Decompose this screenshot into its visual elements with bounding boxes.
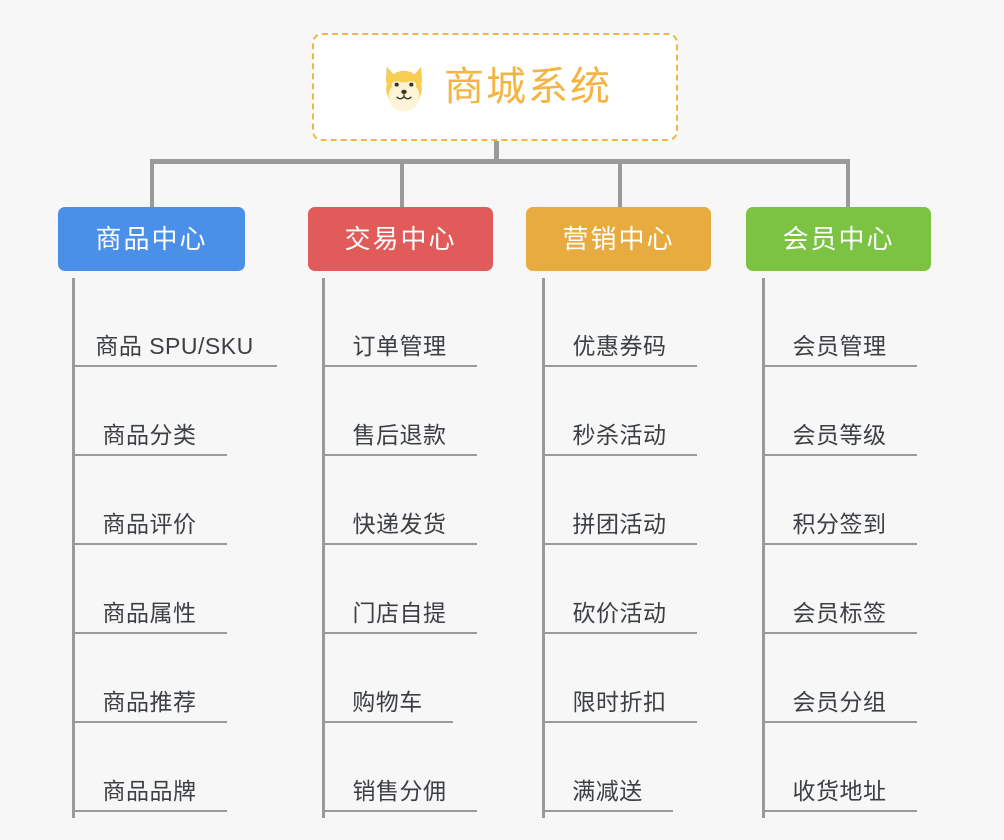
leaf-item[interactable]: 快递发货	[322, 456, 477, 545]
leaf-label: 购物车	[352, 689, 423, 715]
leaf-item[interactable]: 秒杀活动	[542, 367, 697, 456]
leaf-label: 会员分组	[792, 689, 887, 715]
leaf-underline	[542, 365, 697, 367]
leaf-item[interactable]: 会员管理	[762, 278, 917, 367]
leaf-label: 商品属性	[102, 600, 197, 626]
leaf-label: 订单管理	[352, 333, 447, 359]
leaf-underline	[762, 810, 917, 812]
category-header-label: 商品中心	[95, 224, 208, 254]
leaf-underline	[72, 365, 277, 367]
leaf-item[interactable]: 商品品牌	[72, 723, 227, 812]
leaf-underline	[322, 365, 477, 367]
leaf-underline	[72, 810, 227, 812]
leaf-label: 商品品牌	[102, 778, 197, 804]
leaf-item[interactable]: 商品推荐	[72, 634, 227, 723]
connector-drop-1	[150, 159, 154, 209]
leaf-item[interactable]: 销售分佣	[322, 723, 477, 812]
leaf-underline	[322, 454, 477, 456]
category-header-label: 会员中心	[782, 224, 895, 254]
leaf-item[interactable]: 会员分组	[762, 634, 917, 723]
leaf-underline	[542, 454, 697, 456]
leaf-item[interactable]: 商品分类	[72, 367, 227, 456]
connector-root-stem	[494, 141, 499, 163]
leaf-underline	[762, 632, 917, 634]
leaf-item[interactable]: 商品属性	[72, 545, 227, 634]
leaf-underline	[322, 810, 477, 812]
leaf-item[interactable]: 会员等级	[762, 367, 917, 456]
leaf-label: 会员标签	[792, 600, 887, 626]
leaf-label: 会员等级	[792, 422, 887, 448]
column-spine	[72, 278, 75, 818]
leaf-underline	[542, 810, 673, 812]
root-node-shop-system[interactable]: 商城系统	[312, 33, 678, 141]
connector-drop-4	[846, 159, 850, 209]
category-header-label: 营销中心	[562, 224, 675, 254]
category-header-0[interactable]: 商品中心	[58, 207, 245, 271]
leaf-underline	[322, 632, 477, 634]
leaf-label: 拼团活动	[572, 511, 667, 537]
leaf-label: 商品 SPU/SKU	[95, 333, 254, 359]
category-header-3[interactable]: 会员中心	[746, 207, 931, 271]
column-spine	[762, 278, 765, 818]
leaf-item[interactable]: 订单管理	[322, 278, 477, 367]
leaf-underline	[762, 721, 917, 723]
leaf-label: 门店自提	[352, 600, 447, 626]
leaf-item[interactable]: 限时折扣	[542, 634, 697, 723]
leaf-underline	[322, 721, 453, 723]
leaf-label: 限时折扣	[572, 689, 667, 715]
leaf-item[interactable]: 砍价活动	[542, 545, 697, 634]
leaf-label: 秒杀活动	[572, 422, 667, 448]
leaf-item[interactable]: 售后退款	[322, 367, 477, 456]
leaf-underline	[542, 632, 697, 634]
leaf-underline	[72, 721, 227, 723]
leaf-item[interactable]: 优惠券码	[542, 278, 697, 367]
leaf-item[interactable]: 积分签到	[762, 456, 917, 545]
leaf-item[interactable]: 拼团活动	[542, 456, 697, 545]
leaf-underline	[72, 454, 227, 456]
connector-bus	[150, 159, 850, 164]
leaf-underline	[542, 721, 697, 723]
leaf-underline	[542, 543, 697, 545]
leaf-label: 销售分佣	[352, 778, 447, 804]
leaf-label: 收货地址	[792, 778, 887, 804]
leaf-underline	[762, 365, 917, 367]
leaf-item[interactable]: 满减送	[542, 723, 673, 812]
column-spine	[542, 278, 545, 818]
category-header-1[interactable]: 交易中心	[308, 207, 493, 271]
column-spine	[322, 278, 325, 818]
leaf-underline	[322, 543, 477, 545]
leaf-label: 优惠券码	[572, 333, 667, 359]
leaf-item[interactable]: 商品 SPU/SKU	[72, 278, 277, 367]
leaf-item[interactable]: 收货地址	[762, 723, 917, 812]
category-header-label: 交易中心	[344, 224, 457, 254]
leaf-item[interactable]: 会员标签	[762, 545, 917, 634]
shiba-dog-icon	[385, 66, 423, 112]
leaf-label: 快递发货	[352, 511, 447, 537]
leaf-item[interactable]: 商品评价	[72, 456, 227, 545]
leaf-label: 售后退款	[352, 422, 447, 448]
leaf-item[interactable]: 购物车	[322, 634, 453, 723]
leaf-underline	[72, 543, 227, 545]
leaf-item[interactable]: 门店自提	[322, 545, 477, 634]
leaf-label: 会员管理	[792, 333, 887, 359]
leaf-label: 满减送	[572, 778, 643, 804]
leaf-label: 商品推荐	[102, 689, 197, 715]
leaf-underline	[72, 632, 227, 634]
leaf-label: 砍价活动	[572, 600, 667, 626]
leaf-underline	[762, 543, 917, 545]
root-node-label: 商城系统	[444, 65, 612, 109]
leaf-label: 积分签到	[792, 511, 887, 537]
connector-drop-3	[618, 159, 622, 209]
connector-drop-2	[400, 159, 404, 209]
leaf-label: 商品评价	[102, 511, 197, 537]
leaf-label: 商品分类	[102, 422, 197, 448]
category-header-2[interactable]: 营销中心	[526, 207, 711, 271]
leaf-underline	[762, 454, 917, 456]
